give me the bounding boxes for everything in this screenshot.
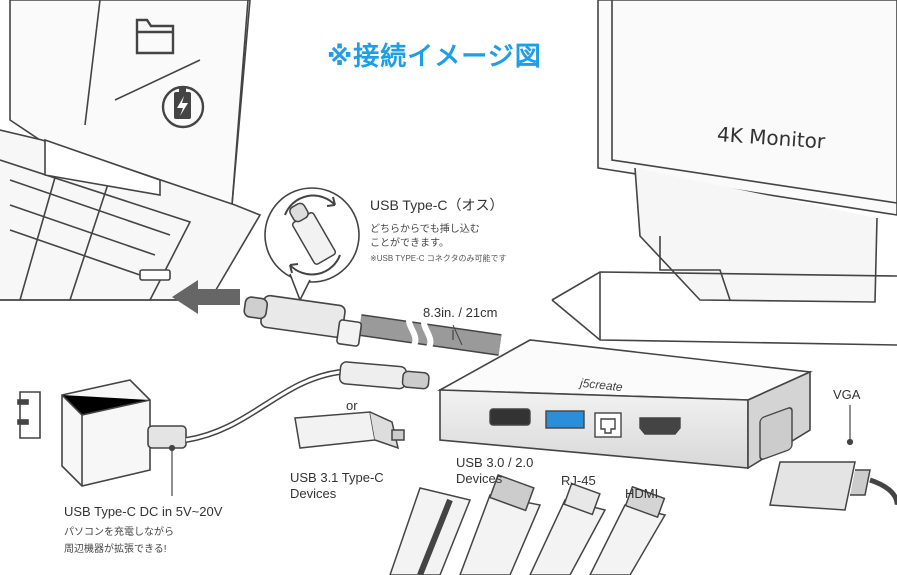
- vga-cable: [769, 461, 897, 511]
- usb30-label-line2: Devices: [456, 471, 503, 486]
- usb-c-device-cable: [389, 487, 472, 575]
- hdmi-port: [639, 417, 681, 435]
- hub-ports: [489, 407, 793, 460]
- rj45-cable: [529, 482, 607, 575]
- diagram-title: ※接続イメージ図: [327, 42, 542, 72]
- usb-c-hub: [437, 339, 813, 470]
- usb31-type-c-device: [294, 411, 405, 450]
- usb-c-callout-line1: どちらからでも挿し込む: [370, 224, 480, 235]
- rotate-arrows-icon: [284, 194, 341, 276]
- power-label-line1: パソコンを充電しながら: [64, 527, 174, 538]
- power-label-line2: 周辺機器が拡張できる!: [64, 544, 167, 555]
- usb-c-port: [489, 408, 531, 426]
- usb-c-callout-heading: USB Type-C（オス）: [370, 197, 504, 213]
- usb30-label: USB 3.0 / 2.0 Devices: [456, 455, 533, 487]
- power-adapter: [17, 379, 187, 487]
- hub-usb-c-plug: [243, 294, 363, 347]
- usb30-label-line1: USB 3.0 / 2.0: [456, 455, 534, 470]
- monitor: [551, 0, 897, 346]
- hdmi-label: HDMI: [625, 486, 659, 501]
- cable-length-label: 8.3in. / 21cm: [423, 305, 498, 320]
- vga-port: [759, 407, 793, 460]
- folder-icon: [135, 18, 175, 55]
- arrow-left-icon: [172, 280, 240, 314]
- battery-charging-icon: [161, 85, 205, 129]
- or-label: or: [346, 398, 358, 413]
- vga-label: VGA: [833, 387, 861, 402]
- usb31-label-line2: Devices: [290, 486, 337, 501]
- usb-c-callout-note: ※USB TYPE-C コネクタのみ可能です: [370, 254, 507, 263]
- usb-c-callout-bubble: [264, 187, 360, 302]
- power-label-heading: USB Type-C DC in 5V~20V: [64, 504, 223, 519]
- usb3-port: [545, 410, 585, 429]
- usb-c-plug-end: [289, 202, 337, 265]
- leader-lines: [168, 330, 854, 496]
- usb-a-device-cable: [459, 473, 542, 575]
- usb31-label: USB 3.1 Type-C Devices: [290, 470, 384, 502]
- usb-c-callout-line2: ことができます。: [370, 238, 449, 249]
- hub-cable: [358, 314, 502, 356]
- laptop: [0, 0, 262, 301]
- power-cable-plug: [338, 361, 430, 390]
- hdmi-cable: [589, 485, 667, 575]
- rj45-label: RJ-45: [561, 473, 596, 488]
- usb31-label-line1: USB 3.1 Type-C: [290, 470, 384, 485]
